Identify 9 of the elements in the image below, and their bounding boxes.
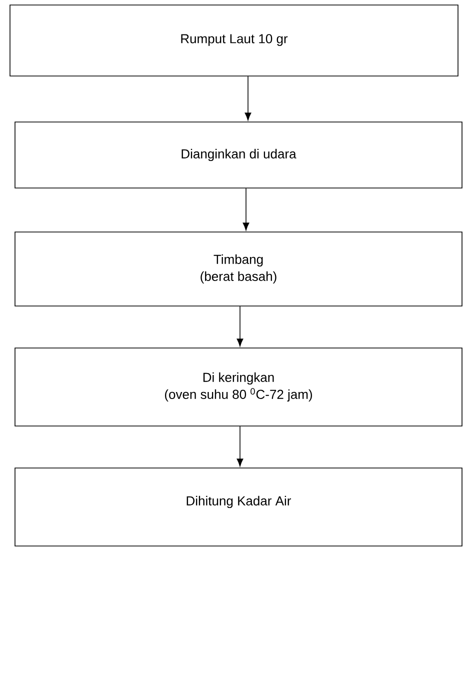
arrow <box>236 426 244 466</box>
arrow <box>236 306 244 346</box>
process-box: Dihitung Kadar Air <box>14 468 462 546</box>
arrow <box>242 188 250 230</box>
arrow <box>244 76 252 120</box>
process-box: Timbang (berat basah) <box>14 232 462 306</box>
process-box: Dianginkan di udara <box>14 122 462 188</box>
process-box: Di keringkan (oven suhu 80 $^{0}$C-72 jam) <box>14 348 462 426</box>
process-box: Rumput Laut 10 gr <box>10 4 458 76</box>
